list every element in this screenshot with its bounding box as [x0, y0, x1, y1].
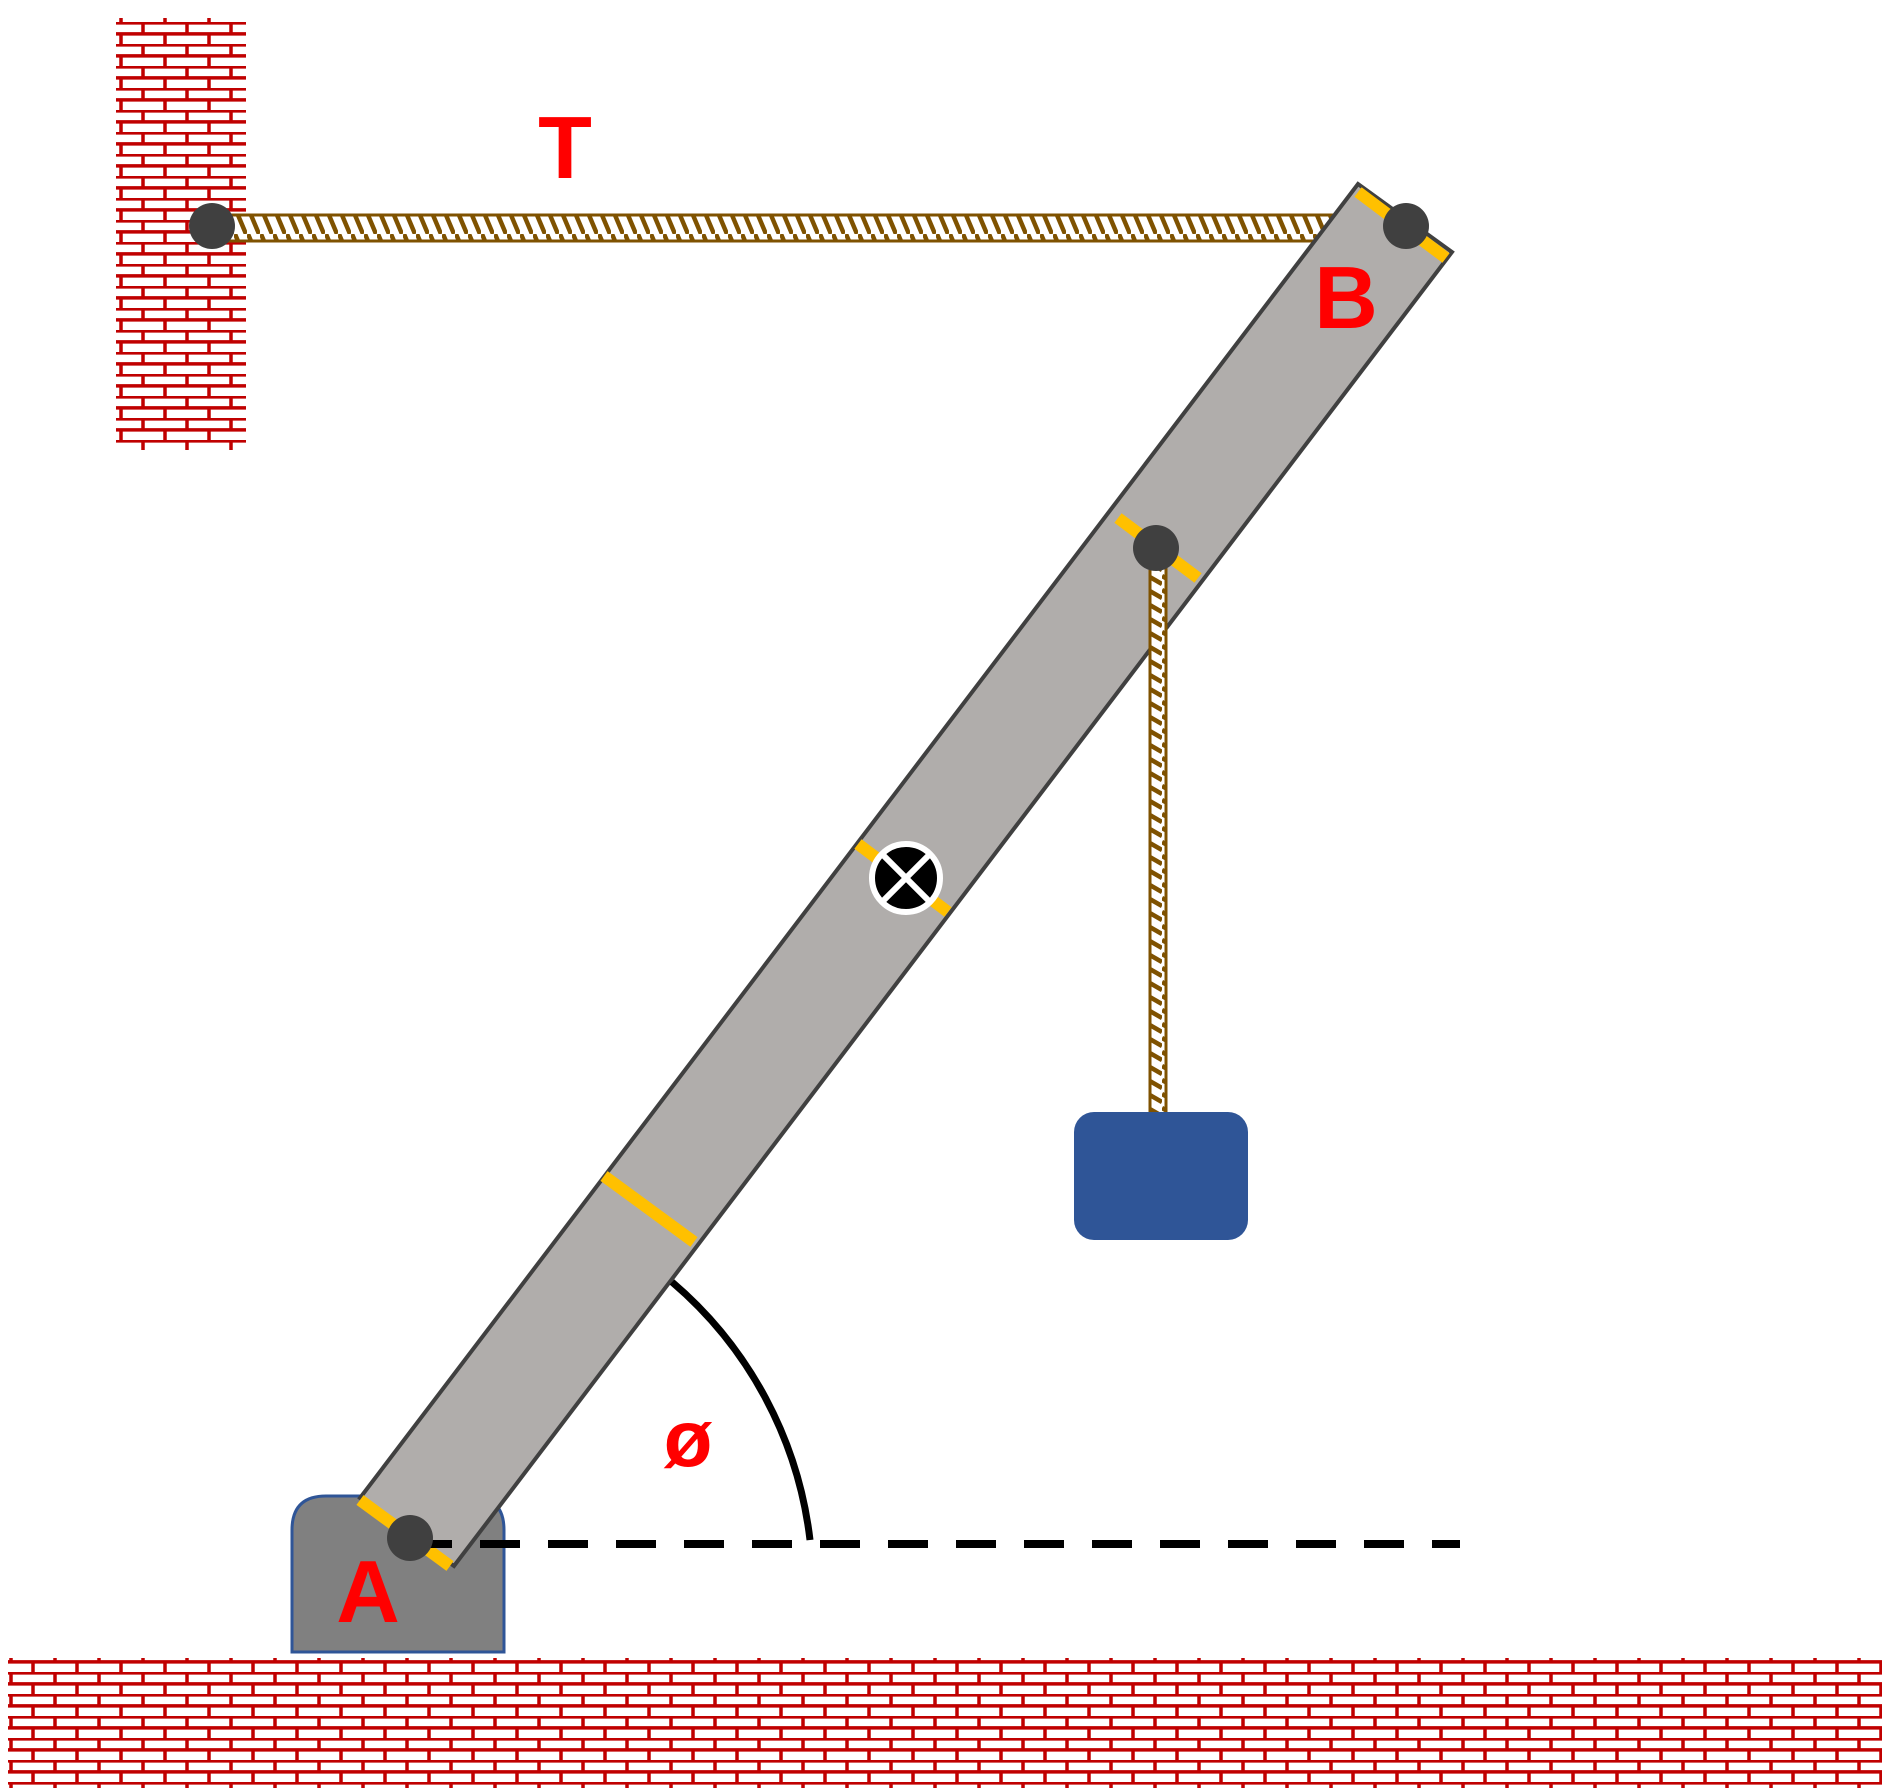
floor: [8, 1658, 1882, 1788]
wall-pin: [189, 203, 235, 249]
tension-rope: [210, 213, 1410, 243]
center-of-mass-icon: [869, 841, 943, 915]
pin-b: [1383, 203, 1429, 249]
marker-lower: [600, 1171, 698, 1247]
tension-label: T: [538, 98, 592, 197]
point-b-label: B: [1314, 248, 1378, 347]
load-pin: [1133, 525, 1179, 571]
angle-label: ø: [664, 1394, 713, 1483]
point-a-label: A: [336, 1542, 400, 1641]
angle-arc: [669, 1279, 814, 1541]
pin-a: [387, 1515, 433, 1561]
hanging-weight: [1074, 1112, 1248, 1240]
weight-rope: [1148, 564, 1168, 1118]
